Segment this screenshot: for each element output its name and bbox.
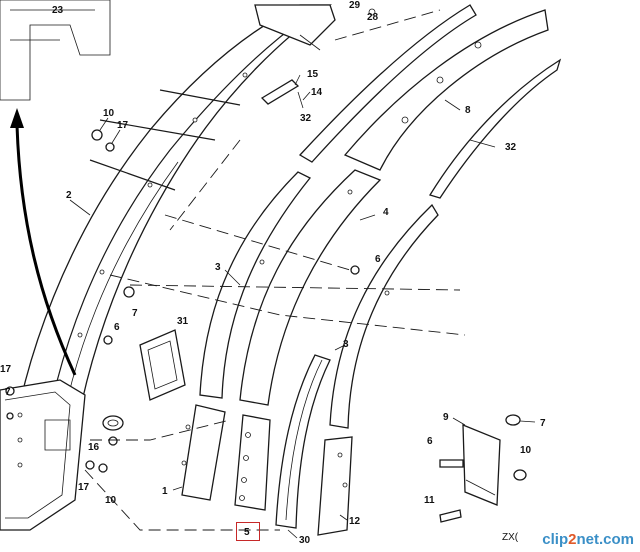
- leader-lines: [69, 74, 536, 539]
- callout-7-right: 7: [540, 418, 546, 429]
- callout-12: 12: [349, 516, 361, 527]
- callout-14: 14: [311, 87, 323, 98]
- callout-7-edge: 7: [5, 387, 11, 398]
- callout-16: 16: [88, 442, 100, 453]
- clamp-16: [102, 415, 124, 431]
- callout-6-left: 6: [114, 322, 120, 333]
- watermark-prefix: clip: [542, 531, 569, 548]
- strip-32-right: [429, 58, 562, 199]
- panel-3b: [329, 203, 439, 429]
- callout-29: 29: [349, 0, 361, 11]
- callout-17-lower: 17: [78, 482, 90, 493]
- callout-9: 9: [443, 412, 449, 423]
- panel-4: [239, 169, 382, 406]
- callout-4: 4: [383, 207, 389, 218]
- callout-17-edge: 17: [0, 364, 12, 375]
- upper-frame: [0, 0, 111, 101]
- frame-base: [0, 379, 86, 531]
- callout-23: 23: [52, 5, 64, 16]
- callout-8: 8: [465, 105, 471, 116]
- callout-15: 15: [307, 69, 319, 80]
- watermark-accent: 2: [568, 531, 577, 548]
- watermark: clip2net.com: [542, 531, 634, 548]
- watermark-suffix: net.com: [576, 531, 634, 548]
- callout-7-left: 7: [132, 308, 138, 319]
- callout-30: 30: [299, 535, 311, 546]
- callout-10-right: 10: [520, 445, 532, 456]
- panel-1: [181, 404, 226, 501]
- callout-6-right: 6: [375, 254, 381, 265]
- fasteners: [5, 129, 360, 473]
- panel-8: [343, 9, 549, 171]
- panel-3a: [199, 171, 312, 399]
- callout-10-lower: 10: [105, 495, 117, 506]
- bracket-9: [439, 414, 527, 523]
- callout-1: 1: [162, 486, 168, 497]
- strip-32-upper: [298, 4, 477, 163]
- panel-12: [317, 436, 353, 536]
- bracket-15: [260, 79, 304, 109]
- callout-6-lower: 6: [427, 436, 433, 447]
- callout-32-upper: 32: [300, 113, 312, 124]
- callout-31: 31: [177, 316, 189, 327]
- callout-2: 2: [66, 190, 72, 201]
- assembly-lines: [84, 9, 466, 531]
- callout-labels: 23 29 28 15 14 10 17 32 8 32 2 4 3 6 7 6…: [0, 0, 546, 546]
- gasket-31: [139, 329, 186, 401]
- callout-17-upper: 17: [117, 120, 129, 131]
- top-brackets: [254, 4, 376, 51]
- callout-28: 28: [367, 12, 379, 23]
- callout-3-left: 3: [215, 262, 221, 273]
- reference-code: ZX(: [502, 532, 519, 543]
- callout-11: 11: [424, 495, 435, 506]
- highlight-box: [236, 522, 260, 541]
- direction-arrow: [10, 108, 77, 376]
- panel-5: [234, 414, 271, 511]
- callout-10-upper: 10: [103, 108, 115, 119]
- callout-32-right: 32: [505, 142, 517, 153]
- callout-3-right: 3: [343, 339, 349, 350]
- callout-5: 5: [244, 527, 250, 538]
- strip-30: [275, 354, 331, 529]
